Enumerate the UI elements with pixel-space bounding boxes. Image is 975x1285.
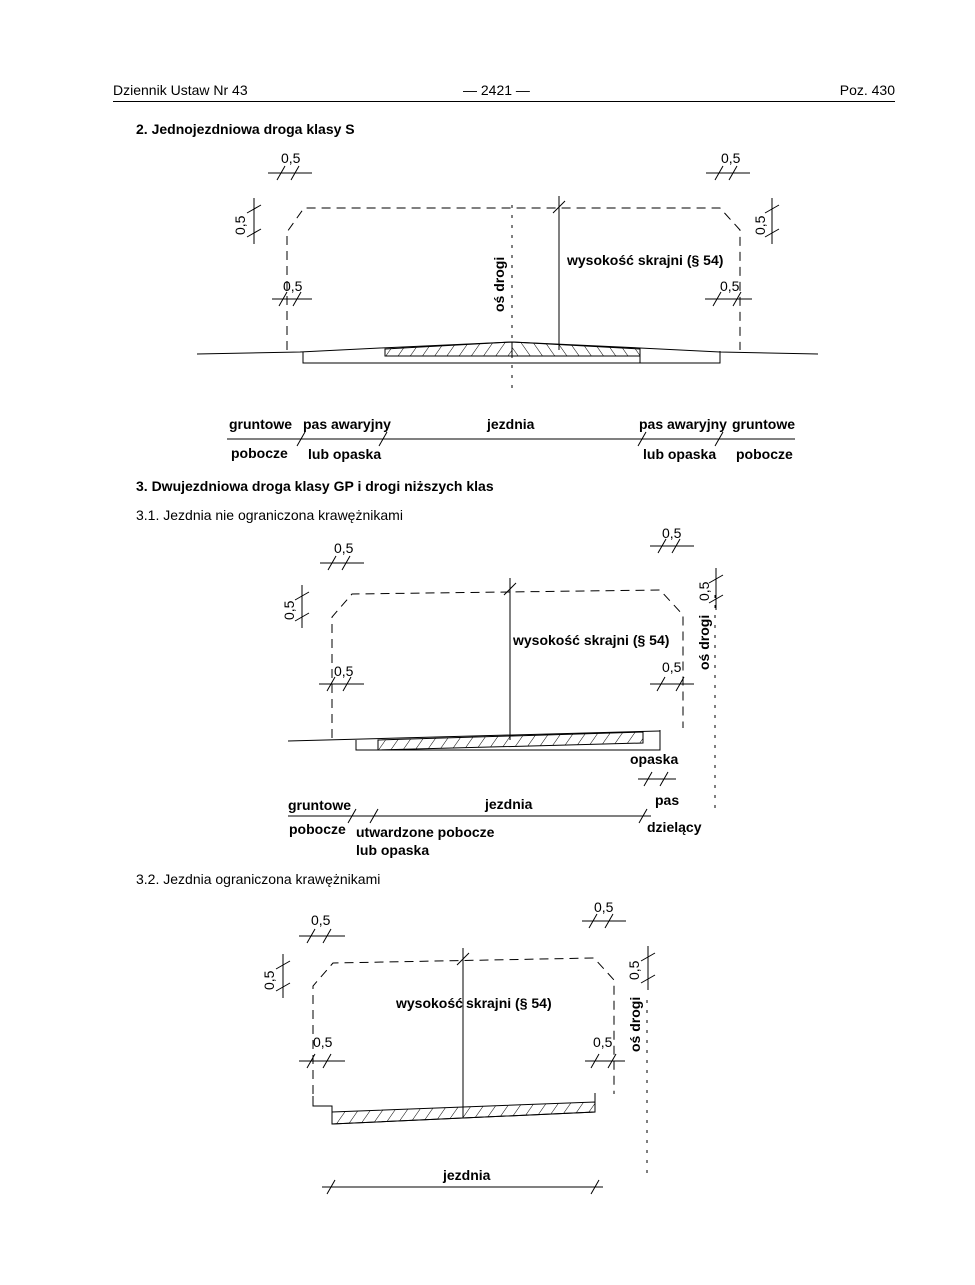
label-pas-awaryjny-right: pas awaryjny [639,416,727,432]
label-gruntowe-right: gruntowe [732,416,795,432]
dim-label: 0,5 [232,215,248,235]
axis-label: oś drogi [491,257,507,312]
label-lub-opaska-right: lub opaska [643,446,716,462]
dim-label: 0,5 [626,960,642,980]
ground-line [287,730,661,742]
dim-vertical-right [764,198,780,244]
clearance-label-right: skrajni (§ 54) [466,995,552,1011]
header-rule [113,101,895,102]
label-pas: pas [655,792,679,808]
dim-vertical-left [275,954,291,998]
dim-label: 0,5 [593,1034,613,1050]
dim-label: 0,5 [281,150,301,166]
clearance-envelope [286,207,741,350]
label-gruntowe-left: gruntowe [229,416,292,432]
label-opaska: opaska [630,751,678,767]
label-pobocze-right: pobocze [736,446,793,462]
dim-inner-left [319,676,364,692]
dim-label: 0,5 [662,659,682,675]
dim-label: 0,5 [334,540,354,556]
label-jezdnia: jezdnia [486,416,535,432]
journal-title: Dziennik Ustaw Nr 43 [113,82,248,98]
dim-label: 0,5 [720,278,740,294]
hatched-carriageway-right [511,341,641,357]
dim-label: 0,5 [334,663,354,679]
section-3-title: 3. Dwujezdniowa droga klasy GP i drogi n… [136,478,494,494]
figure-3-2-with-kerbs: 0,5 0,5 0,5 0,5 0,5 0,5 wysokość skrajni… [261,899,656,1195]
dim-top-left [299,928,345,944]
label-pas-awaryjny-left: pas awaryjny [303,416,391,432]
label-lub-opaska: lub opaska [356,842,429,858]
section-3-2-title: 3.2. Jezdnia ograniczona krawężnikami [136,871,381,887]
dim-vertical-right [640,946,656,990]
dim-label: 0,5 [311,912,331,928]
clearance-envelope [331,589,684,738]
figure-3-1-no-kerbs: 0,5 0,5 0,5 0,5 0,5 0,5 wysokość skrajni… [281,525,724,858]
dim-inner-right [650,676,694,692]
label-jezdnia: jezdnia [484,796,533,812]
dim-label: 0,5 [721,150,741,166]
axis-label: oś drogi [627,997,643,1052]
dim-label: 0,5 [662,525,682,541]
dim-vertical-left [294,585,310,628]
figure-2-single-carriageway: 0,5 0,5 0,5 0,5 0,5 0,5 wysokość skrajni… [196,150,819,462]
dim-top-right [706,165,750,181]
clearance-label: wysokość skrajni (§ 54) [512,632,669,648]
dim-top-left [268,165,312,181]
dim-label: 0,5 [261,970,277,990]
dim-inner-left [299,1053,345,1069]
label-pobocze: pobocze [289,821,346,837]
hatched-carriageway [377,731,644,751]
label-lub-opaska-left: lub opaska [308,446,381,462]
clearance-label: wysokość skrajni (§ 54) [566,252,723,268]
clearance-envelope [312,957,615,1094]
dim-label: 0,5 [752,215,768,235]
dim-label: 0,5 [313,1034,333,1050]
label-utwardzone-pobocze: utwardzone pobocze [356,824,495,840]
section-3-1-title: 3.1. Jezdnia nie ograniczona krawężnikam… [136,507,403,523]
page-number: — 2421 — [463,82,530,98]
label-dzielacy: dzielący [647,819,702,835]
dim-top-right [650,538,694,554]
dim-label: 0,5 [281,600,297,620]
dim-inner-right [585,1053,625,1069]
label-gruntowe: gruntowe [288,797,351,813]
dim-inner-left [272,291,312,307]
hatched-carriageway-left [384,341,513,357]
dim-vertical-left [246,198,262,244]
dim-label: 0,5 [696,581,712,601]
dim-top-right [582,913,626,929]
dim-label: 0,5 [594,899,614,915]
section-2-title: 2. Jednojezdniowa droga klasy S [136,121,355,137]
dim-opaska [638,771,676,787]
dim-inner-right [705,291,752,307]
dim-vertical-right [708,568,724,610]
position-number: Poz. 430 [839,82,895,98]
axis-label: oś drogi [696,615,712,670]
clearance-label-left: wysokość [395,995,463,1011]
dim-label: 0,5 [283,278,303,294]
label-pobocze-left: pobocze [231,445,288,461]
pavement-outline [355,730,661,751]
label-jezdnia: jezdnia [442,1167,491,1183]
dim-top-left [320,555,364,571]
pavement-outline [302,351,721,364]
